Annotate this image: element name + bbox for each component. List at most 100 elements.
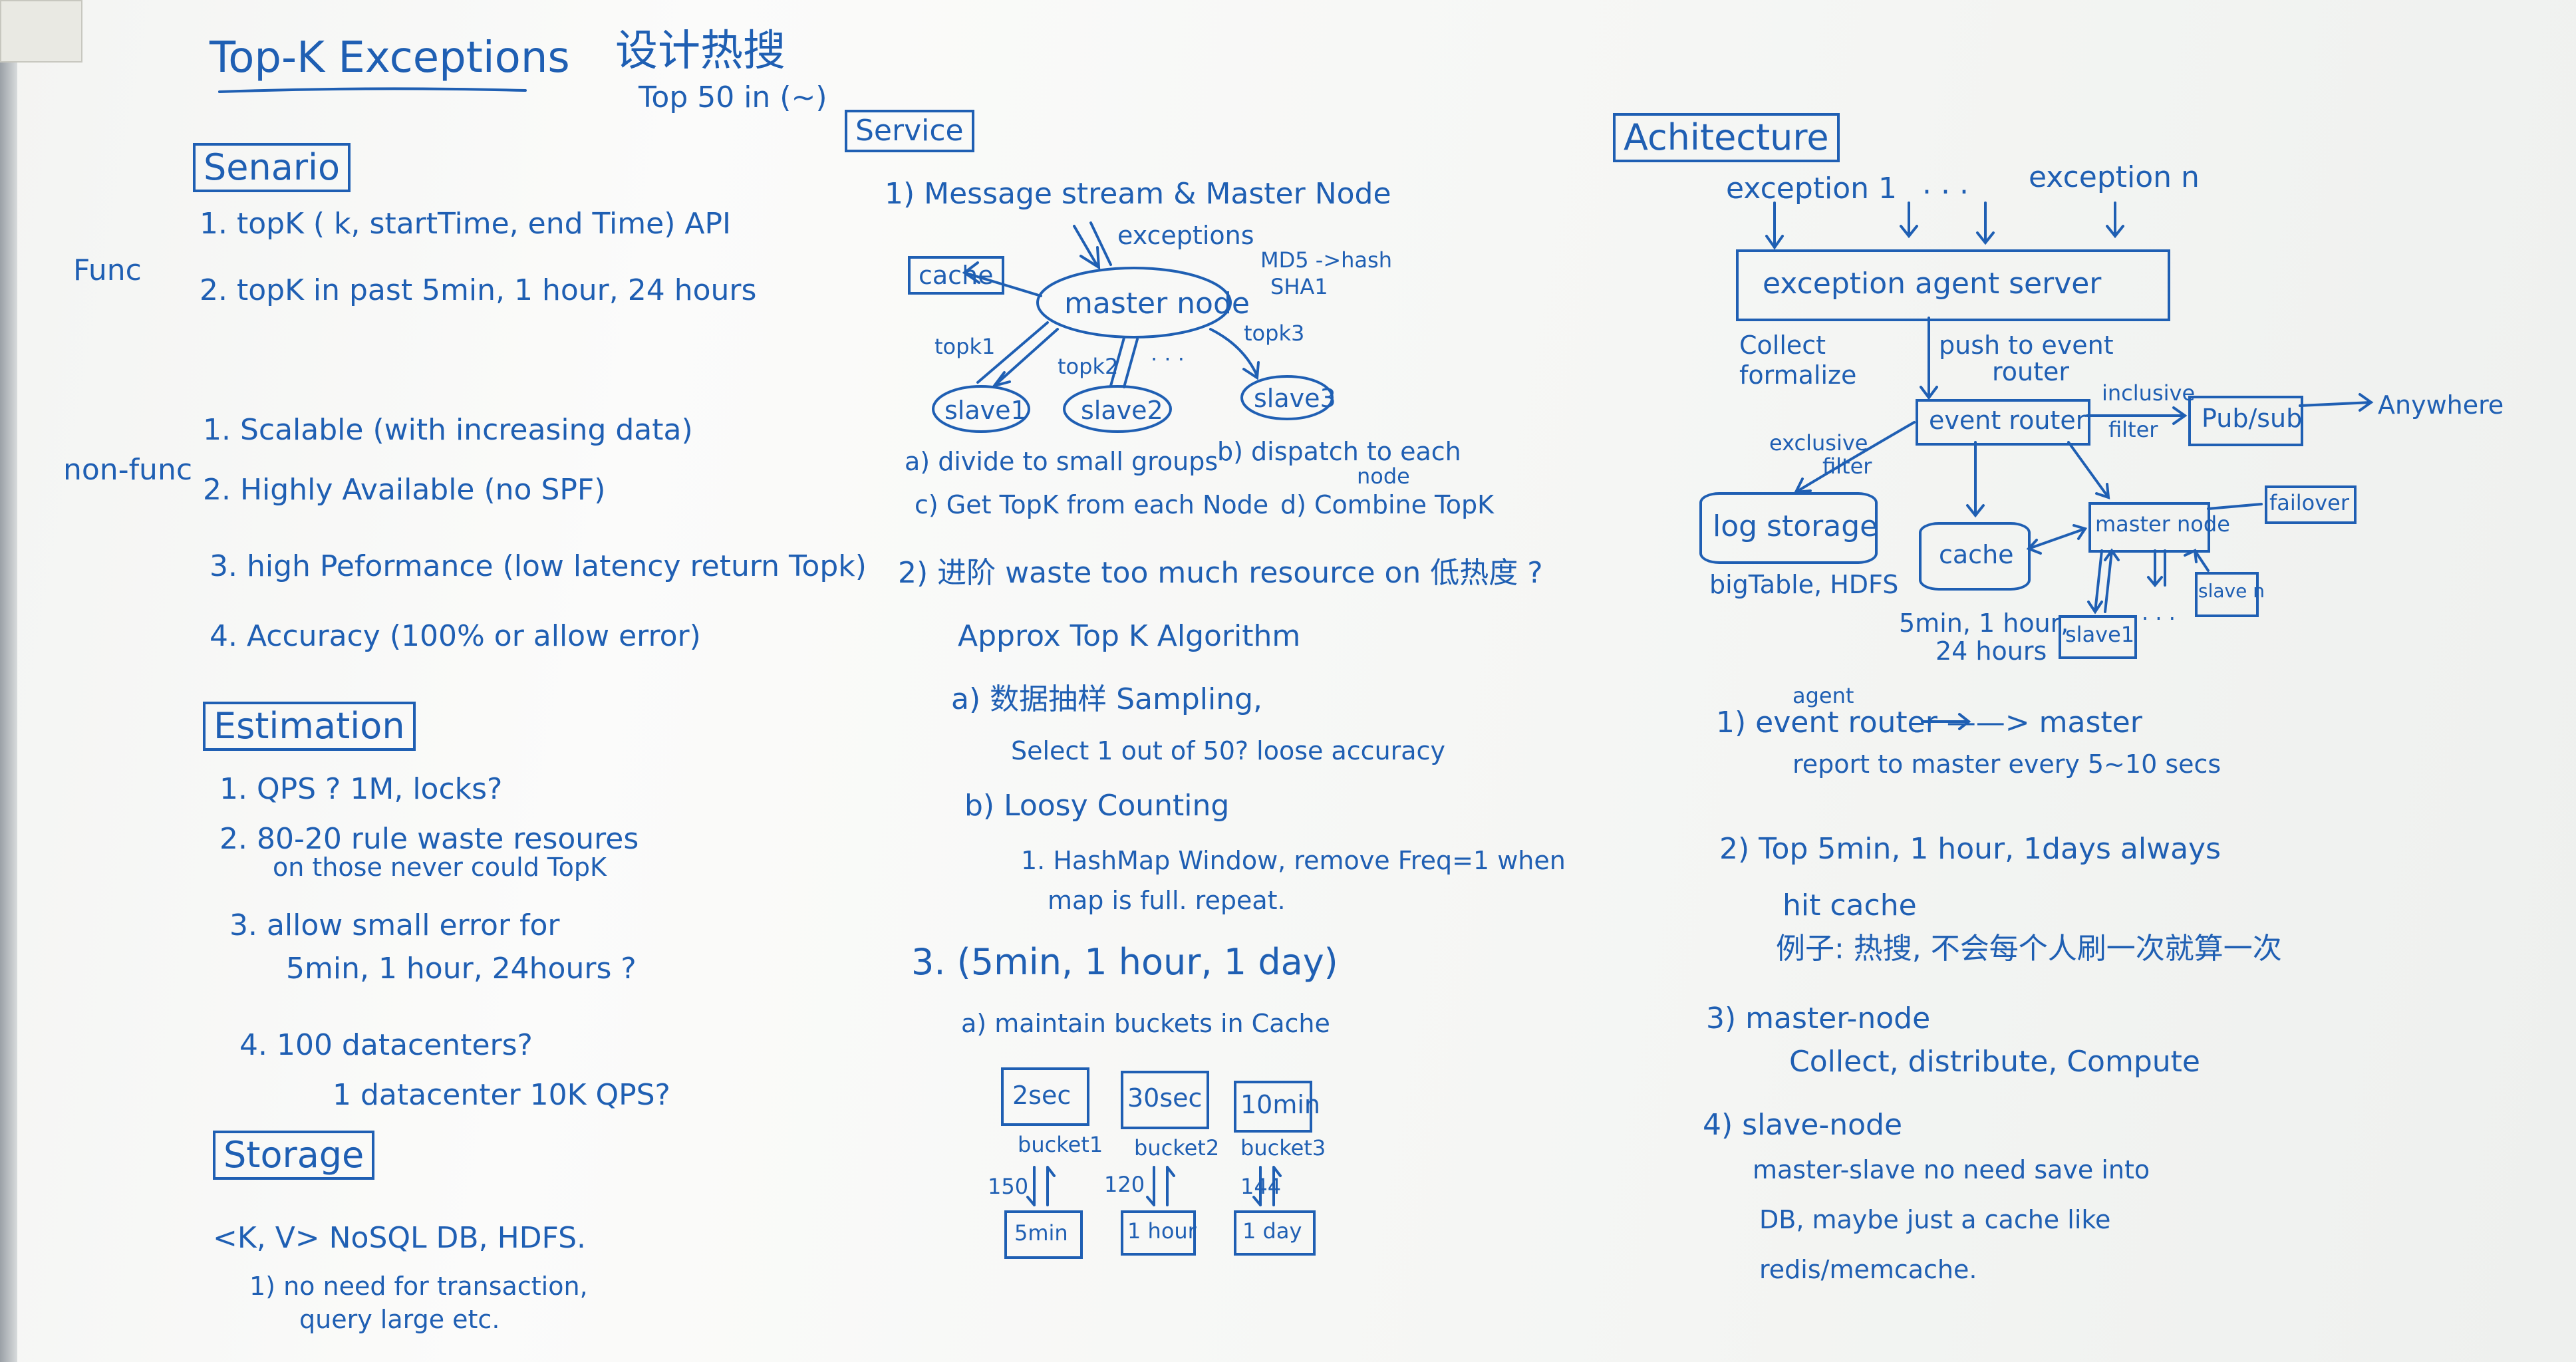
master-failover-line xyxy=(2207,503,2263,510)
bucket2-bottom-box xyxy=(1121,1210,1196,1256)
agent-server-label: exception agent server xyxy=(1763,267,2102,301)
page-title: Top-K Exceptions xyxy=(210,33,570,82)
bucket1-top-box xyxy=(1001,1067,1089,1126)
service-step-a: a) divide to small groups xyxy=(905,447,1218,476)
estimation-q3-cont: 5min, 1 hour, 24hours ? xyxy=(286,952,637,986)
bucket2-arrows xyxy=(1146,1166,1175,1206)
arch-master-box xyxy=(2088,502,2210,553)
master-slave2-arrows xyxy=(1109,337,1139,388)
bucket3-label: bucket3 xyxy=(1240,1135,1326,1160)
note-4-line-1: master-slave no need save into xyxy=(1753,1155,2150,1184)
note-1-detail: report to master every 5~10 secs xyxy=(1792,749,2221,779)
storage-line-2: 1) no need for transaction, xyxy=(249,1272,588,1301)
cache-window-2: 24 hours xyxy=(1935,636,2047,666)
pubsub-to-anywhere-arrow xyxy=(2299,393,2374,412)
service-step-b: b) dispatch to each xyxy=(1217,437,1461,466)
bucket2-top: 30sec xyxy=(1127,1083,1203,1113)
master-slave1-arrows xyxy=(2087,548,2120,614)
cn-title: 设计热搜 xyxy=(615,27,786,76)
master-to-slave3-arrow xyxy=(1209,328,1260,380)
note1-agent: agent xyxy=(1792,683,1854,708)
arch-top-dots: . . . xyxy=(1922,167,1969,201)
service-step-b-cont: node xyxy=(1357,464,1410,489)
slave1-to-master-line xyxy=(976,321,1049,384)
inclusive-filter-label: filter xyxy=(2108,417,2158,442)
topk2-label: topk2 xyxy=(1058,354,1119,379)
cache-window-1: 5min, 1 hour, xyxy=(1899,609,2069,638)
exclusive-filter-label: filter xyxy=(1822,454,1872,479)
note-2-example: 例子: 热搜, 不会每个人刷一次就算一次 xyxy=(1776,932,2282,966)
master-slaven-arrow xyxy=(2184,549,2210,572)
slave1-ellipse xyxy=(932,385,1030,433)
exception-arrow-3 xyxy=(1976,202,1995,245)
arch-cache-label: cache xyxy=(1939,540,2014,569)
estimation-q4-cont: 1 datacenter 10K QPS? xyxy=(333,1078,670,1112)
bucket1-num: 150 xyxy=(988,1174,1029,1199)
func-item-2: 2. topK in past 5min, 1 hour, 24 hours xyxy=(200,273,757,307)
note-2-detail: hit cache xyxy=(1783,888,1917,922)
master-slaves-arrows xyxy=(2147,549,2166,588)
arch-slave1-label: slave1 xyxy=(2065,622,2135,647)
estimation-heading: Estimation xyxy=(203,702,416,751)
note1-arrow xyxy=(1921,713,1971,730)
bucket3-arrows xyxy=(1252,1166,1282,1206)
estimation-q3: 3. allow small error for xyxy=(229,908,560,942)
bucket3-bottom-box xyxy=(1234,1210,1316,1256)
exception-n-arrow xyxy=(2106,202,2124,239)
master-to-slave1-arrow xyxy=(990,328,1059,388)
topk1-label: topk1 xyxy=(934,334,996,359)
note-3: 3) master-node xyxy=(1706,1002,1931,1035)
board-frame-edge xyxy=(0,0,17,1362)
event-router-label: event router xyxy=(1929,406,2086,435)
estimation-q2: 2. 80-20 rule waste resoures xyxy=(219,822,639,856)
loosy-detail-1: 1. HashMap Window, remove Freq=1 when xyxy=(1021,846,1566,875)
log-storage-label: log storage xyxy=(1713,509,1878,543)
arch-cache-cylinder xyxy=(1919,522,2031,591)
arch-slave1-box xyxy=(2059,615,2137,659)
arch-master-label: master node xyxy=(2095,511,2230,537)
collect-label: Collect xyxy=(1739,331,1826,360)
service-cache-box: cache xyxy=(908,256,1004,295)
exception-1-label: exception 1 xyxy=(1726,172,1898,205)
bucket2-bottom: 1 hour xyxy=(1127,1218,1197,1244)
bucket3-top: 10min xyxy=(1240,1090,1321,1119)
estimation-q4: 4. 100 datacenters? xyxy=(239,1028,533,1062)
bucket1-label: bucket1 xyxy=(1018,1132,1103,1157)
service-heading: Service xyxy=(845,110,974,152)
exception1-arrow xyxy=(1765,202,1784,250)
arch-slaves-dots: . . . xyxy=(2142,600,2176,625)
router-label: router xyxy=(1992,357,2070,386)
router-to-master-arrow xyxy=(2067,441,2110,499)
bucket2-top-box xyxy=(1121,1071,1209,1129)
inclusive-label: inclusive xyxy=(2102,380,2196,406)
estimation-q2-cont: on those never could TopK xyxy=(273,853,607,882)
formalize-label: formalize xyxy=(1739,360,1857,390)
arch-slaven-box xyxy=(2195,572,2259,617)
log-storage-cylinder xyxy=(1699,492,1878,564)
service-step-2: 2) 进阶 waste too much resource on 低热度 ? xyxy=(898,556,1543,590)
cn-subtitle: Top 50 in (~) xyxy=(639,80,827,114)
slave1-node: slave1 xyxy=(944,396,1027,425)
bucket3-bottom: 1 day xyxy=(1242,1218,1302,1244)
failover-label: failover xyxy=(2269,490,2350,515)
service-step-c: c) Get TopK from each Node xyxy=(915,490,1269,519)
service-master-node: master node xyxy=(1064,287,1250,321)
md5-label: MD5 ->hash xyxy=(1260,247,1392,273)
note-4-line-3: redis/memcache. xyxy=(1759,1255,1977,1284)
bigtable-label: bigTable, HDFS xyxy=(1709,570,1899,599)
exception-arrow-2 xyxy=(1900,202,1918,239)
title-underline xyxy=(218,87,527,93)
storage-line-3: query large etc. xyxy=(299,1305,500,1334)
service-step-1: 1) Message stream & Master Node xyxy=(885,177,1391,211)
buckets-heading: a) maintain buckets in Cache xyxy=(961,1009,1330,1038)
bucket1-top: 2sec xyxy=(1012,1081,1072,1110)
estimation-q1: 1. QPS ? 1M, locks? xyxy=(219,772,503,806)
cache-master-arrow xyxy=(2026,524,2088,555)
note-4: 4) slave-node xyxy=(1703,1108,1903,1142)
service-dots: . . . xyxy=(1151,340,1185,366)
bucket1-bottom: 5min xyxy=(1014,1220,1068,1246)
slave3-node: slave3 xyxy=(1254,384,1336,413)
service-step-d: d) Combine TopK xyxy=(1280,490,1495,519)
